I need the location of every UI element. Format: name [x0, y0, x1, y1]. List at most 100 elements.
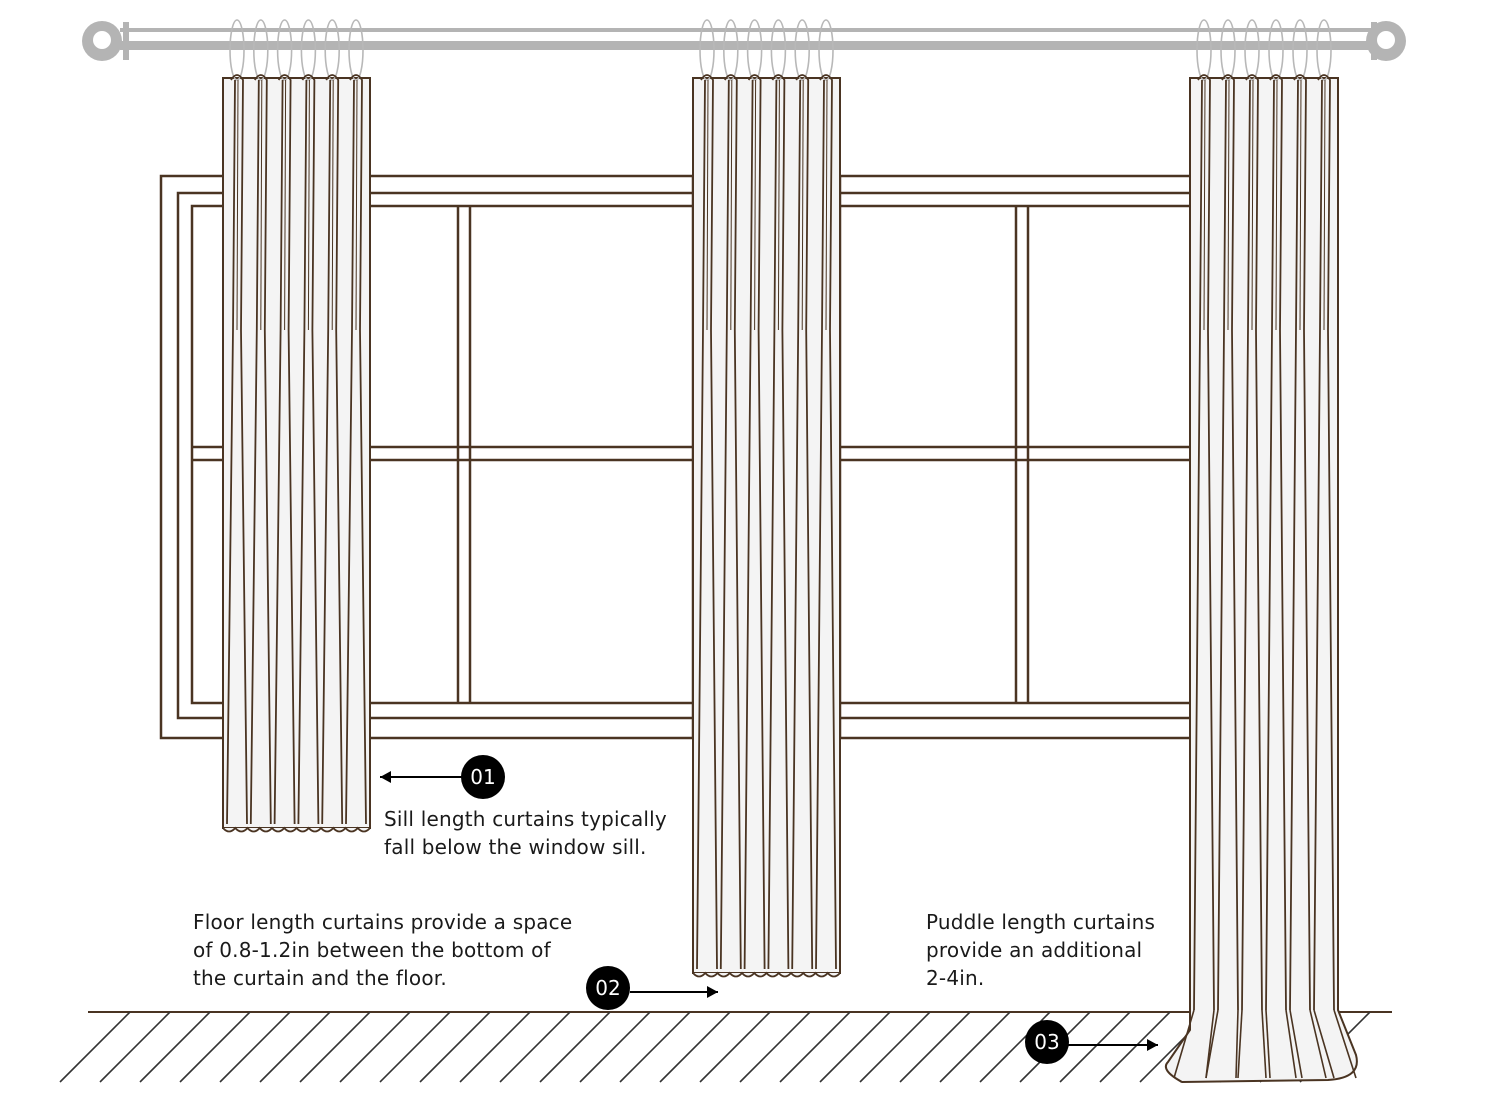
- curtain-pleat: [1203, 79, 1206, 331]
- curtain-pleat: [1251, 79, 1254, 331]
- floor-hatch: [419, 1011, 491, 1083]
- caption-line: provide an additional: [926, 938, 1143, 962]
- caption-line: fall below the window sill.: [384, 835, 647, 859]
- curtain-ring: [746, 19, 763, 81]
- curtain-pleat: [301, 74, 320, 825]
- curtain-hem: [692, 971, 841, 978]
- floor-hatch: [779, 1011, 851, 1083]
- floor-hatch: [819, 1011, 891, 1083]
- floor-hatch: [1099, 1011, 1171, 1083]
- badge-01: 01: [461, 755, 505, 799]
- floor-hatch: [59, 1011, 131, 1083]
- curtain-pleat: [321, 79, 332, 825]
- caption-line: of 0.8-1.2in between the bottom of: [193, 938, 551, 962]
- curtain-ring: [276, 19, 293, 81]
- curtain-pleat: [349, 74, 367, 825]
- curtain-pleat: [273, 79, 284, 825]
- curtain-pleat: [819, 74, 837, 970]
- curtain: [692, 19, 841, 978]
- curtain-pleat: [1275, 79, 1278, 331]
- floor-hatch: [299, 1011, 371, 1083]
- floor-hatch: [339, 1011, 411, 1083]
- curtain-ring: [229, 19, 245, 81]
- curtain-pleat: [1269, 74, 1287, 1011]
- curtain-ring: [699, 19, 715, 81]
- curtain-pleat: [791, 79, 802, 970]
- floor-hatch: [859, 1011, 931, 1083]
- curtain-panel: [222, 77, 371, 829]
- curtain-pleat: [754, 79, 757, 331]
- curtain-puddle-fold: [1261, 1009, 1267, 1079]
- curtain-pleat: [230, 74, 248, 825]
- rod-bracket: [123, 22, 129, 60]
- curtain-puddle-fold: [1313, 1009, 1335, 1079]
- curtain: [1164, 19, 1358, 1084]
- curtain-pleat: [236, 79, 239, 331]
- curtain-pleat: [801, 79, 804, 331]
- curtain-pleat: [767, 79, 778, 970]
- curtain-ring: [252, 19, 269, 81]
- curtain-pleat: [1293, 74, 1311, 1011]
- curtain-ring: [1220, 19, 1236, 81]
- floor-hatch: [939, 1011, 1011, 1083]
- curtain-pleat: [277, 74, 296, 825]
- floor-hatch: [699, 1011, 771, 1083]
- curtain-puddle-fold: [1309, 1009, 1327, 1079]
- curtain-pleat: [1317, 74, 1335, 1011]
- floor-hatch: [1059, 1011, 1131, 1083]
- badge-02: 02: [586, 966, 630, 1010]
- pointer-arrow: [1068, 1039, 1158, 1051]
- curtain-puddle-fold: [1289, 1009, 1303, 1079]
- curtain-puddle-fold: [1205, 1009, 1219, 1079]
- curtain-puddle-fold: [1173, 1009, 1195, 1079]
- floor-hatch: [379, 1011, 451, 1083]
- floor-hatch: [899, 1011, 971, 1083]
- floor-hatch: [139, 1011, 211, 1083]
- badge-03: 03: [1025, 1020, 1069, 1064]
- floor-hatch: [579, 1011, 651, 1083]
- curtain-panel: [692, 77, 841, 974]
- curtain-ring: [1316, 19, 1332, 81]
- curtain-ring: [1292, 19, 1308, 81]
- curtain-puddle-fold: [1235, 1009, 1239, 1079]
- floor-hatch: [619, 1011, 691, 1083]
- curtain-pleat: [345, 79, 355, 825]
- caption-floor-length: Floor length curtains provide a space of…: [193, 908, 572, 992]
- caption-line: Sill length curtains typically: [384, 807, 667, 831]
- curtain-puddle-fold: [1237, 1009, 1243, 1079]
- floor-hatch: [219, 1011, 291, 1083]
- curtain-pleat: [331, 79, 334, 331]
- curtain-pleat: [747, 74, 766, 970]
- arrow-head: [707, 986, 718, 998]
- curtain-puddle-fold: [1285, 1009, 1297, 1079]
- curtain-pleat: [700, 74, 718, 970]
- curtain-ring: [324, 19, 341, 81]
- arrow-head: [380, 771, 391, 783]
- caption-line: Floor length curtains provide a space: [193, 910, 573, 934]
- curtain-pleat: [1265, 79, 1275, 1011]
- curtain-pleat: [1289, 79, 1299, 1011]
- curtain-pleat: [254, 74, 272, 825]
- curtain-pleat: [795, 74, 814, 970]
- curtain-pleat: [777, 79, 780, 331]
- curtain-pleat: [1217, 79, 1227, 1011]
- curtain-puddle-fold: [1265, 1009, 1271, 1079]
- curtain-pleat: [1227, 79, 1230, 331]
- curtain-pleat: [730, 79, 733, 331]
- curtain-puddle-fold: [1333, 1009, 1357, 1079]
- floor-hatch: [739, 1011, 811, 1083]
- floor-hatch: [539, 1011, 611, 1083]
- floor-hatch: [499, 1011, 571, 1083]
- curtain-pleat: [743, 79, 754, 970]
- curtain-pleat: [1193, 79, 1203, 1011]
- curtain-pleat: [325, 74, 344, 825]
- curtain-ring: [1196, 19, 1212, 81]
- floor-hatch: [459, 1011, 531, 1083]
- curtain: [222, 19, 371, 833]
- curtain-pleat: [719, 79, 730, 970]
- curtain-pleat: [696, 79, 706, 970]
- curtain-pleat: [226, 79, 236, 825]
- curtain-pleat: [1241, 79, 1251, 1011]
- floor-hatch: [99, 1011, 171, 1083]
